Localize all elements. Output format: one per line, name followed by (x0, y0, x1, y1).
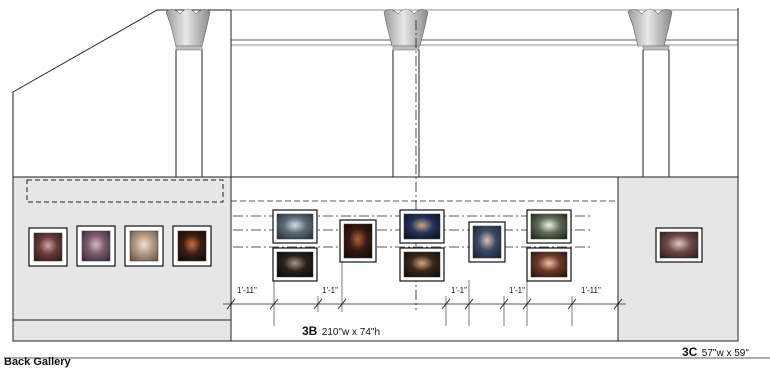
wall-dims-3c: 57"w x 59" (701, 348, 749, 359)
dimension-line (223, 258, 626, 326)
artwork-image (276, 251, 314, 278)
spacing-label-4: 1'-1" (509, 286, 525, 295)
artwork-image (177, 230, 207, 262)
artwork-photo-dark-fire (172, 225, 212, 267)
artwork-image (33, 232, 63, 262)
artwork-image (129, 230, 159, 262)
spacing-label-5: 1'-11" (581, 286, 601, 295)
artwork-photo-hands-portrait (655, 227, 703, 263)
artwork-photo-blue-hands (399, 209, 445, 244)
artwork-photo-pale-figure (124, 225, 164, 267)
wall-label-3c: 3C 57"w x 59" (682, 343, 749, 361)
column-center (383, 8, 429, 177)
artwork-photo-group-blue (468, 221, 506, 263)
spacing-label-3: 1'-1" (451, 286, 467, 295)
left-wall-dashed-panel (26, 179, 224, 203)
artwork-image (530, 251, 568, 278)
artwork-image (403, 213, 441, 240)
wall-label-3b: 3B 210"w x 74"h (302, 322, 380, 340)
artwork-photo-red-figure (339, 219, 377, 263)
artwork-image (659, 231, 699, 259)
artwork-layer (28, 209, 703, 282)
artwork-image (530, 213, 568, 240)
artwork-photo-two-figures (272, 209, 318, 244)
spacing-label-1: 1'-11" (237, 286, 257, 295)
ceiling-outline (12, 9, 231, 177)
artwork-photo-figures-red (28, 227, 68, 267)
artwork-photo-embrace (399, 247, 445, 282)
wall-code-3c: 3C (682, 345, 698, 359)
artwork-image (276, 213, 314, 240)
artwork-image (472, 225, 502, 259)
artwork-photo-reclining (526, 247, 572, 282)
column-right (627, 8, 673, 177)
drawing-title: Back Gallery (4, 356, 71, 368)
artwork-photo-white-figures (526, 209, 572, 244)
artwork-image (81, 230, 111, 262)
wall-code-3b: 3B (302, 324, 318, 338)
artwork-photo-dark-scene (272, 247, 318, 282)
spacing-label-2: 1'-1" (322, 286, 338, 295)
artwork-image (403, 251, 441, 278)
wall-dims-3b: 210"w x 74"h (321, 327, 381, 338)
artwork-image (343, 223, 373, 259)
artwork-photo-crowd (76, 225, 116, 267)
column-left (165, 8, 211, 177)
